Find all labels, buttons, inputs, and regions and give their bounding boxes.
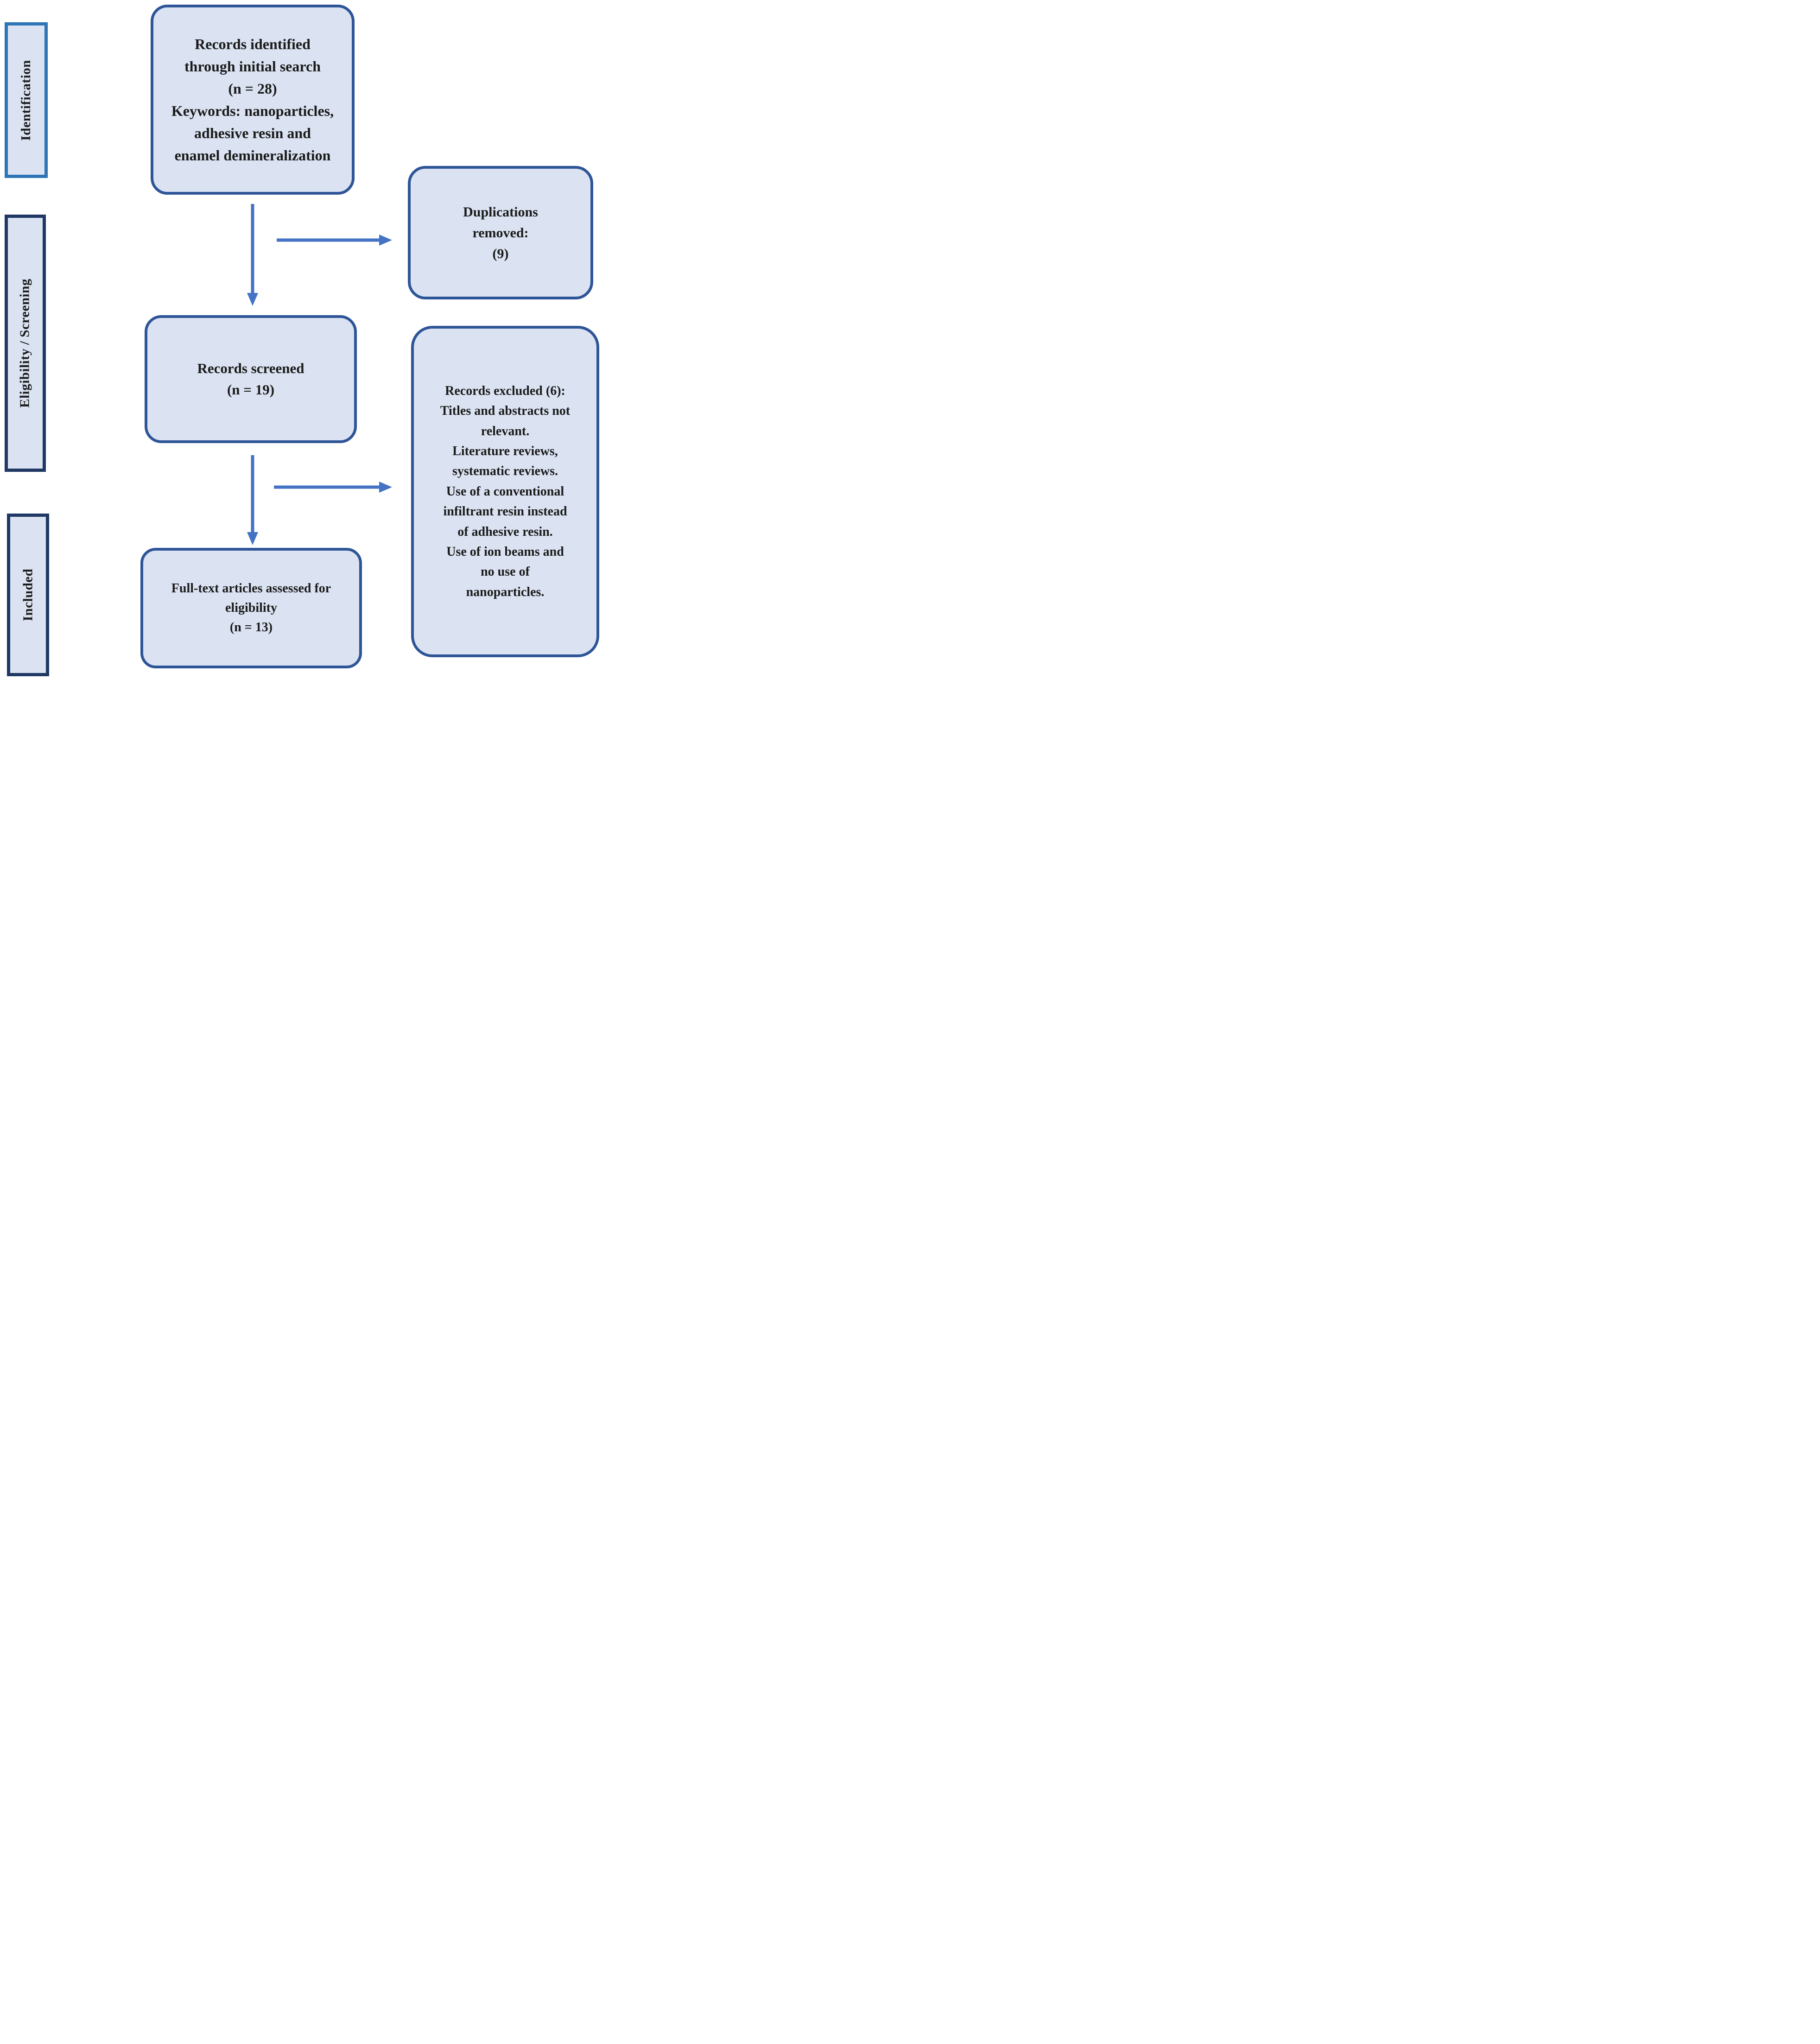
arrow-screened-to-fulltext: [247, 455, 258, 545]
node-records-identified-text: Records identified through initial searc…: [171, 36, 334, 164]
arrow-identified-to-duplications: [277, 235, 392, 246]
node-records-screened-text: Records screened (n = 19): [197, 360, 304, 398]
stage-band-identification: Identification: [5, 22, 48, 178]
node-records-screened: Records screened (n = 19): [145, 315, 357, 443]
node-records-excluded-text: Records excluded (6): Titles and abstrac…: [440, 383, 571, 599]
node-records-identified: Records identified through initial searc…: [151, 5, 355, 195]
stage-label-identification: Identification: [19, 59, 33, 141]
prisma-flow-diagram: Identification Eligibility / Screening I…: [0, 0, 607, 681]
stage-label-included: Included: [20, 568, 36, 622]
stage-label-eligibility-screening: Eligibility / Screening: [18, 279, 32, 408]
node-fulltext-assessed-text: Full-text articles assessed for eligibil…: [171, 581, 331, 635]
node-duplications-removed: Duplications removed: (9): [408, 166, 593, 299]
stage-band-eligibility-screening: Eligibility / Screening: [5, 215, 46, 472]
node-records-excluded: Records excluded (6): Titles and abstrac…: [411, 326, 599, 657]
arrow-identified-to-screened: [247, 204, 258, 306]
arrow-screened-to-excluded: [274, 482, 392, 493]
stage-band-included: Included: [7, 514, 49, 676]
node-duplications-removed-text: Duplications removed: (9): [463, 204, 538, 261]
node-fulltext-assessed: Full-text articles assessed for eligibil…: [140, 548, 362, 668]
